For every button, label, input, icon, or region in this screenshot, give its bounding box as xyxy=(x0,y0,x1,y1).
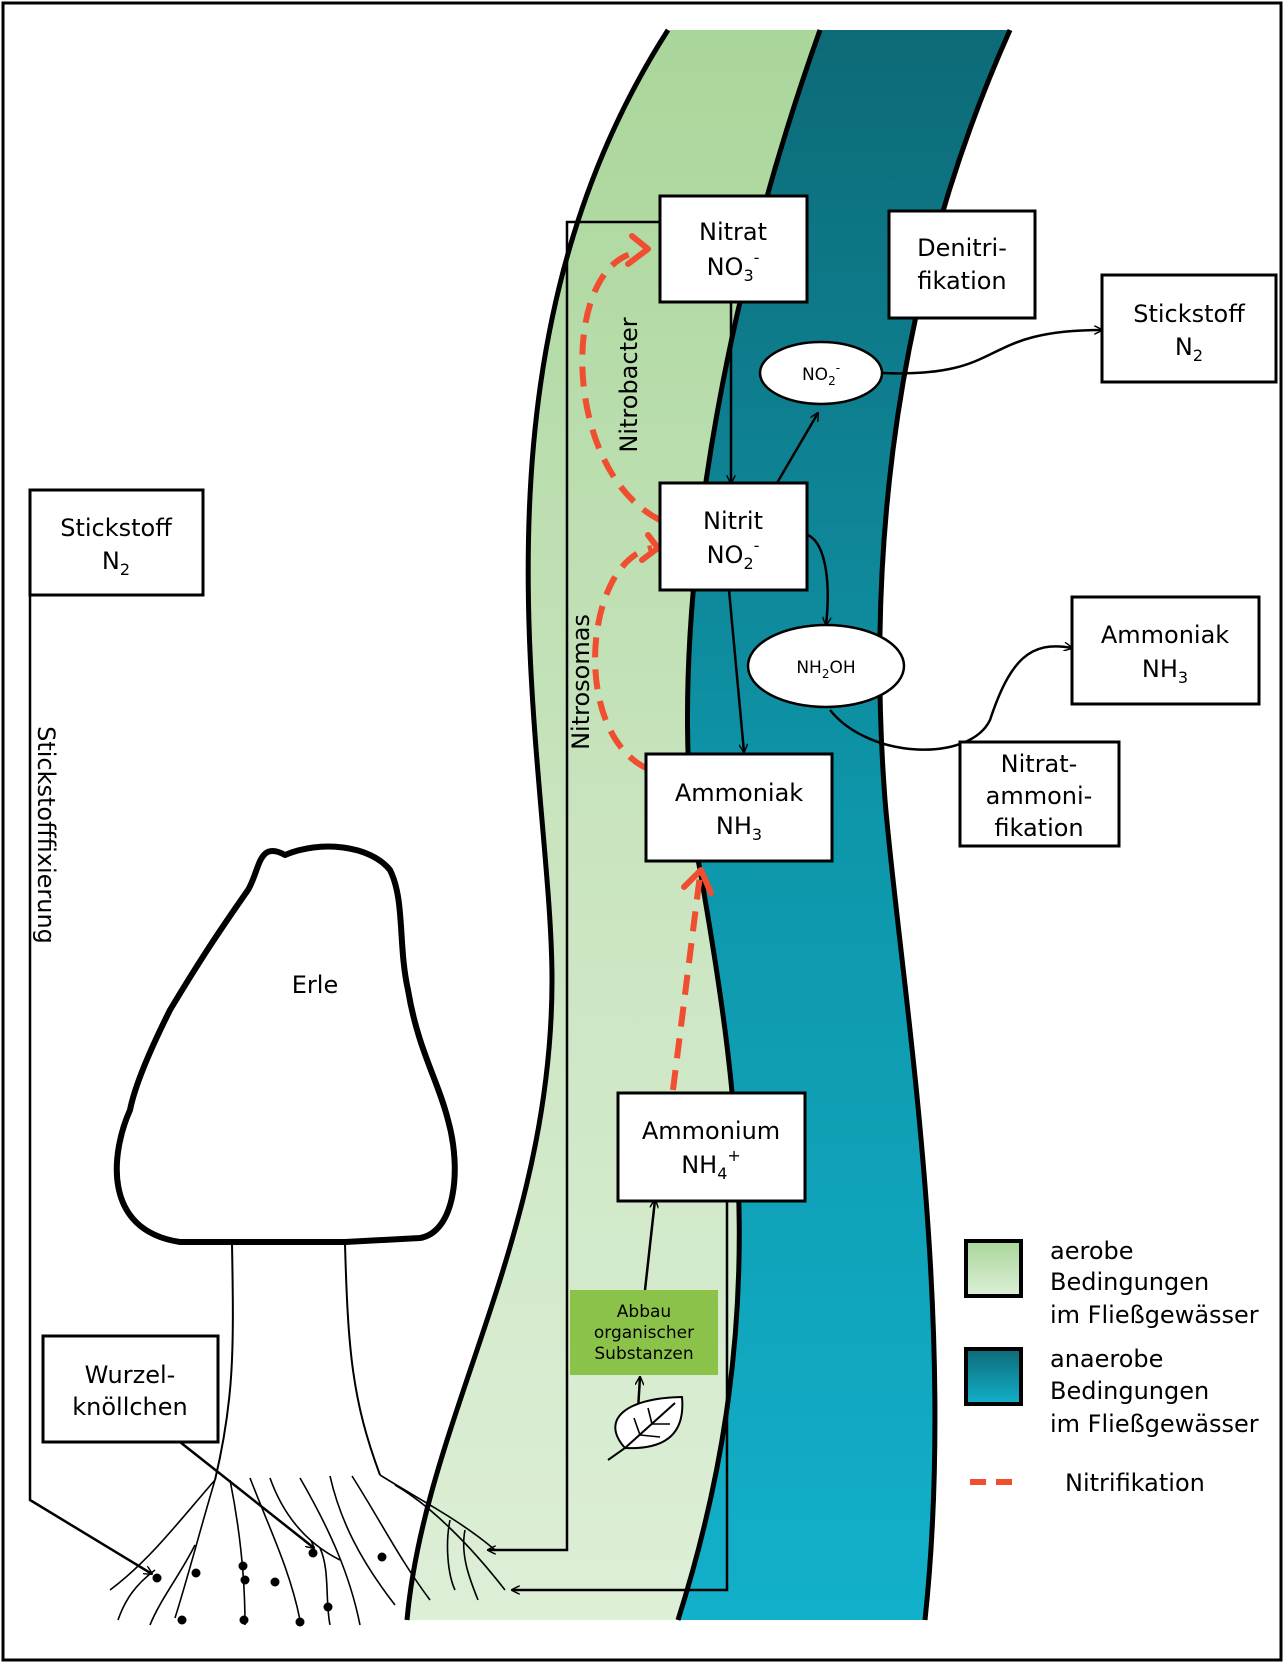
svg-text:Denitri-: Denitri- xyxy=(917,234,1007,262)
svg-text:N2: N2 xyxy=(102,547,130,579)
knoellchen-arrow xyxy=(179,1441,314,1548)
svg-text:ammoni-: ammoni- xyxy=(986,782,1093,810)
nitrat-to-roots-arrow xyxy=(488,220,660,1550)
svg-text:im Fließgewässer: im Fließgewässer xyxy=(1050,1301,1259,1329)
legend: aerobe Bedingungen im Fließgewässer anae… xyxy=(964,1237,1259,1497)
erle-tree: Erle xyxy=(109,843,506,1627)
river-bank-left xyxy=(404,28,671,1621)
nitrat-node: Nitrat NO3- xyxy=(658,194,809,304)
svg-text:Stickstoff: Stickstoff xyxy=(1133,300,1245,328)
nitrit-to-ammoniak-arrow xyxy=(727,589,744,752)
stickstofffixierung-label: Stickstofffixierung xyxy=(32,726,60,944)
svg-text:Nitrat-: Nitrat- xyxy=(1001,750,1078,778)
svg-text:Ammonium: Ammonium xyxy=(642,1117,780,1145)
svg-text:Bedingungen: Bedingungen xyxy=(1050,1377,1209,1405)
wurzelknoellchen-node: Wurzel- knöllchen xyxy=(41,1334,220,1444)
svg-text:NH2OH: NH2OH xyxy=(796,658,855,681)
denitrifikation-node: Denitri- fikation xyxy=(887,209,1037,320)
nitrosomas-label: Nitrosomas xyxy=(567,614,595,750)
svg-text:Nitrit: Nitrit xyxy=(703,507,763,535)
svg-text:Stickstoff: Stickstoff xyxy=(60,514,172,542)
svg-text:NO2-: NO2- xyxy=(802,361,840,388)
nh2oh-to-ammoniak-arrow xyxy=(829,646,1072,751)
svg-text:organischer: organischer xyxy=(594,1323,694,1343)
svg-text:Bedingungen: Bedingungen xyxy=(1050,1268,1209,1296)
svg-text:NH3: NH3 xyxy=(716,812,762,844)
nitrifikation-ammoniak-nitrit xyxy=(592,545,653,771)
svg-text:aerobe: aerobe xyxy=(1050,1237,1134,1265)
svg-text:Nitrifikation: Nitrifikation xyxy=(1065,1469,1205,1497)
erle-label: Erle xyxy=(292,971,338,999)
ammonium-node: Ammonium NH4+ xyxy=(616,1091,807,1203)
svg-text:anaerobe: anaerobe xyxy=(1050,1345,1163,1373)
ammoniak-right-node: Ammoniak NH3 xyxy=(1070,595,1261,706)
svg-text:Wurzel-: Wurzel- xyxy=(85,1361,176,1389)
no2-to-stickstoff-arrow xyxy=(881,330,1102,375)
nitrifikation-nitrit-nitrat xyxy=(579,249,662,523)
svg-text:NO2-: NO2- xyxy=(707,536,760,573)
svg-text:Ammoniak: Ammoniak xyxy=(1101,621,1229,649)
nitrifikation-head-nitrit xyxy=(639,532,661,563)
abbau-box: Abbau organischer Substanzen xyxy=(570,1290,718,1375)
tree-roots xyxy=(109,1474,506,1626)
root-nodules xyxy=(152,1548,387,1627)
aerobic-zone xyxy=(407,30,820,1620)
svg-text:N2: N2 xyxy=(1175,333,1203,365)
svg-text:Abbau: Abbau xyxy=(617,1302,671,1322)
nitrobacter-label: Nitrobacter xyxy=(615,317,643,452)
no2-ellipse: NO2- xyxy=(758,340,884,406)
nitrit-node: Nitrit NO2- xyxy=(658,481,809,592)
svg-text:Substanzen: Substanzen xyxy=(594,1344,693,1364)
svg-text:knöllchen: knöllchen xyxy=(72,1393,188,1421)
svg-text:Nitrat: Nitrat xyxy=(699,218,767,246)
nitrifikation-ammonium-ammoniak xyxy=(670,874,703,1091)
svg-text:fikation: fikation xyxy=(994,814,1083,842)
nitrit-to-nh2oh-arrow xyxy=(807,533,828,625)
svg-text:NO3-: NO3- xyxy=(707,248,760,285)
legend-aerob-swatch xyxy=(964,1239,1023,1298)
stickstoff-right-node: Stickstoff N2 xyxy=(1100,273,1278,384)
fixierung-arrow xyxy=(28,595,152,1574)
svg-text:fikation: fikation xyxy=(917,267,1006,295)
nitratammonifikation-node: Nitrat- ammoni- fikation xyxy=(958,740,1121,848)
leaf-icon xyxy=(607,1395,684,1461)
svg-text:NH3: NH3 xyxy=(1142,655,1188,687)
legend-anaerob-swatch xyxy=(964,1347,1023,1406)
abbau-to-ammonium-arrow xyxy=(643,1200,655,1291)
stickstoff-left-node: Stickstoff N2 xyxy=(28,488,205,597)
nh2oh-ellipse: NH2OH xyxy=(746,623,906,709)
svg-text:NH4+: NH4+ xyxy=(681,1146,741,1183)
ammoniak-center-node: Ammoniak NH3 xyxy=(644,752,834,863)
svg-text:im Fließgewässer: im Fließgewässer xyxy=(1050,1410,1259,1438)
nitrit-to-no2-arrow xyxy=(775,413,818,484)
nitrifikation-head-ammoniak xyxy=(681,867,714,896)
nitrifikation-head-nitrat xyxy=(625,233,651,267)
svg-text:Ammoniak: Ammoniak xyxy=(675,779,803,807)
